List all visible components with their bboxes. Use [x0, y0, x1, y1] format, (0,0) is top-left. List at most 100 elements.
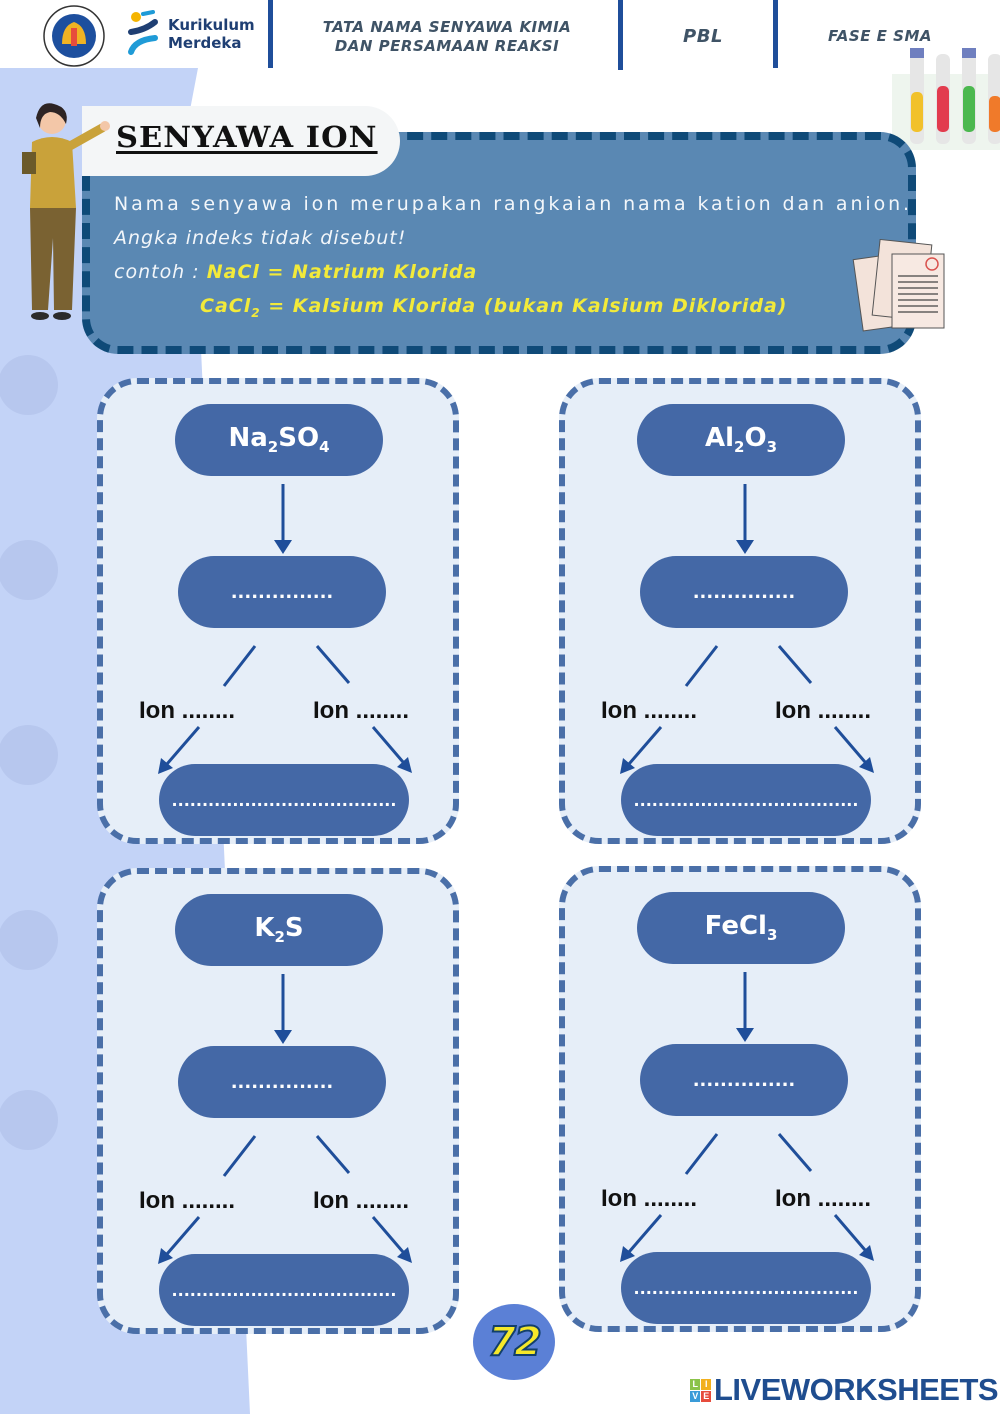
compound-name-blank[interactable]: ............... [178, 1046, 386, 1118]
name-blank-text: ............... [230, 1071, 334, 1093]
equation-blank-text: ..................................... [171, 790, 397, 810]
name-blank-text: ............... [692, 581, 796, 603]
formula: Al2O3 [705, 423, 777, 456]
topic-line2: DAN PERSAMAAN REAKSI [334, 37, 560, 55]
ion-left-label[interactable]: Ion ........ [601, 1185, 697, 1212]
ion-arrow-right-head [859, 757, 874, 773]
compound-card: Al2O3 ............... Ion ........ Ion .… [559, 378, 921, 844]
ion-arrow-left-line [165, 726, 201, 765]
example-1: contoh : NaCl = Natrium Klorida [114, 261, 477, 283]
ion-arrow-left-line [165, 1216, 201, 1255]
curriculum-name: Kurikulum Merdeka [168, 16, 255, 52]
branch-line-right [315, 645, 351, 684]
ion-arrow-left-head [158, 758, 173, 774]
liveworksheets-logo[interactable]: L I V E LIVEWORKSHEETS [690, 1372, 999, 1408]
compound-name-blank[interactable]: ............... [640, 556, 848, 628]
formula-subscript: 3 [766, 438, 778, 457]
teacher-illustration-icon [22, 103, 110, 320]
arrows [620, 972, 874, 1262]
equation-blank-text: ..................................... [633, 790, 859, 810]
ion-right-label[interactable]: Ion ........ [775, 697, 871, 724]
page-number: 72 [487, 1318, 543, 1366]
ion-left-label[interactable]: Ion ........ [139, 1187, 235, 1214]
badge-letter: E [701, 1390, 711, 1402]
formula: Na2SO4 [228, 423, 329, 456]
ionization-equation-blank[interactable]: ..................................... [159, 764, 409, 836]
example-2-subscript: 2 [251, 305, 261, 320]
badge-letter: L [690, 1378, 700, 1390]
compound-name-blank[interactable]: ............... [178, 556, 386, 628]
example-2-text: = Kalsium Klorida (bukan Kalsium Diklori… [260, 295, 788, 317]
example-2-formula: CaCl [200, 295, 252, 317]
arrows [158, 484, 412, 774]
ionization-equation-blank[interactable]: ..................................... [621, 1252, 871, 1324]
down-arrow-head [736, 1028, 754, 1042]
curriculum-line1: Kurikulum [168, 16, 255, 34]
ion-arrow-left-line [627, 726, 663, 765]
curriculum-line2: Merdeka [168, 34, 242, 52]
kurikulum-merdeka-logo-icon [128, 10, 158, 55]
name-blank-text: ............... [692, 1069, 796, 1091]
formula-subscript: 2 [267, 438, 279, 457]
learning-model: PBL [683, 26, 723, 47]
ion-arrow-left-head [158, 1248, 173, 1264]
formula-element: K [254, 913, 275, 944]
compound-card: K2S ............... Ion ........ Ion ...… [97, 868, 459, 1334]
down-arrow-head [736, 540, 754, 554]
ion-right-label[interactable]: Ion ........ [313, 1187, 409, 1214]
formula: FeCl3 [705, 911, 778, 944]
section-title: SENYAWA ION [116, 120, 378, 154]
arrows [158, 974, 412, 1264]
compound-name-blank[interactable]: ............... [640, 1044, 848, 1116]
ion-arrow-right-head [397, 1247, 412, 1263]
down-arrow-head [274, 1030, 292, 1044]
header-divider [618, 0, 623, 70]
branch-line-right [777, 1133, 813, 1172]
ion-arrow-right-line [371, 726, 405, 763]
ion-right-label[interactable]: Ion ........ [313, 697, 409, 724]
equation-blank-text: ..................................... [633, 1278, 859, 1298]
ion-arrow-left-line [627, 1214, 663, 1253]
formula: K2S [254, 913, 303, 946]
topic-title: TATA NAMA SENYAWA KIMIA DAN PERSAMAAN RE… [282, 18, 612, 56]
badge-letter: V [690, 1390, 700, 1402]
example-1-text: NaCl = Natrium Klorida [206, 261, 478, 283]
branch-line-left [222, 645, 257, 687]
formula-element: FeCl [704, 911, 767, 942]
documents-icon [852, 238, 945, 332]
page-number-badge: 72 [473, 1304, 555, 1380]
formula-element: S [284, 913, 304, 944]
branch-line-left [684, 645, 719, 687]
formula-element: Na [228, 423, 268, 454]
formula-element: Al [704, 423, 735, 454]
formula-pill: K2S [175, 894, 383, 966]
topic-line1: TATA NAMA SENYAWA KIMIA [322, 18, 572, 36]
name-blank-text: ............... [230, 581, 334, 603]
ion-arrow-right-head [859, 1245, 874, 1261]
branch-line-right [777, 645, 813, 684]
live-badge-icon: L I V E [690, 1378, 711, 1402]
formula-pill: Al2O3 [637, 404, 845, 476]
formula-subscript: 4 [319, 438, 330, 457]
ion-left-label[interactable]: Ion ........ [139, 697, 235, 724]
ion-arrow-right-line [833, 1214, 867, 1251]
ionization-equation-blank[interactable]: ..................................... [159, 1254, 409, 1326]
title-bubble [82, 106, 400, 176]
formula-element: O [744, 423, 767, 454]
ion-left-label[interactable]: Ion ........ [601, 697, 697, 724]
ion-right-label[interactable]: Ion ........ [775, 1185, 871, 1212]
branch-line-left [222, 1135, 257, 1177]
phase-label: FASE E SMA [827, 27, 932, 45]
down-arrow-head [274, 540, 292, 554]
example-label: contoh : [114, 261, 207, 283]
formula-subscript: 2 [274, 928, 285, 947]
ion-arrow-left-head [620, 1246, 635, 1262]
formula-subscript: 3 [766, 926, 778, 945]
formula-subscript: 2 [734, 438, 745, 457]
ion-arrow-left-head [620, 758, 635, 774]
brand-name: LIVEWORKSHEETS [714, 1372, 999, 1407]
ionization-equation-blank[interactable]: ..................................... [621, 764, 871, 836]
equation-blank-text: ..................................... [171, 1280, 397, 1300]
ion-arrow-right-head [397, 757, 412, 773]
compound-card: Na2SO4 ............... Ion ........ Ion … [97, 378, 459, 844]
